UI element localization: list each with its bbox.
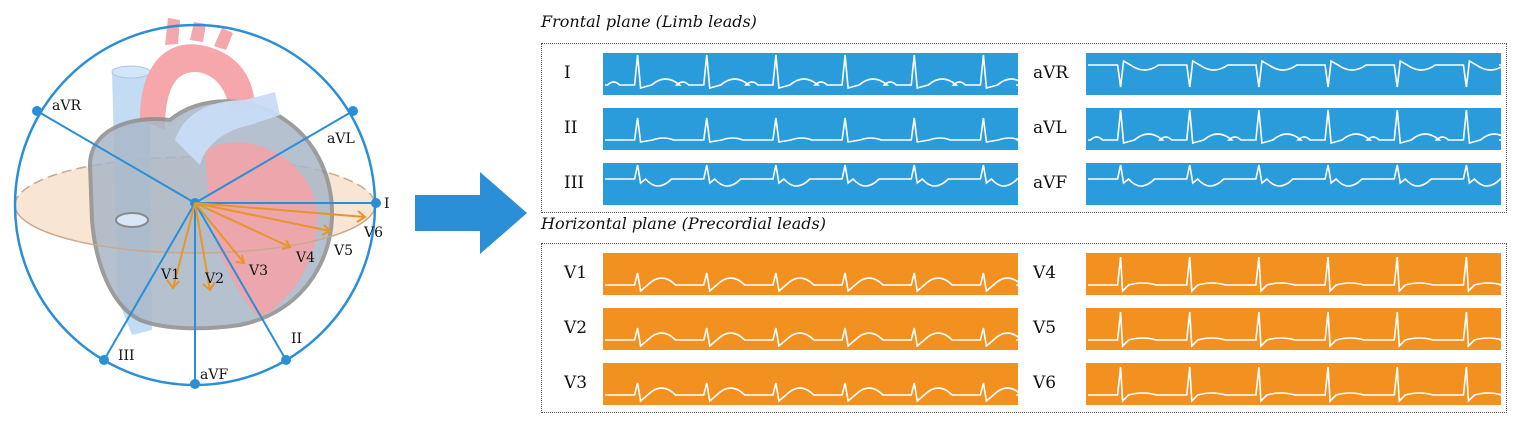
ecg-strip-background	[1086, 253, 1501, 295]
label-aVF: aVF	[200, 367, 228, 383]
lead-label-aVR: aVR	[1033, 63, 1069, 83]
lead-label-V1: V1	[564, 263, 588, 283]
ecg-strip-V5	[1086, 308, 1501, 350]
label-V5: V5	[333, 243, 353, 259]
ecg-strip-V1	[603, 253, 1018, 295]
vector-V4	[194, 202, 292, 250]
left-ventricle	[205, 142, 318, 318]
ecg-strip-background	[603, 308, 1018, 350]
ecg-strip-I	[603, 53, 1018, 95]
lead-label-I: I	[564, 63, 571, 83]
ecg-trace	[1088, 164, 1501, 187]
label-V3: V3	[248, 263, 268, 279]
ecg-strip-III	[603, 163, 1018, 205]
ecg-strip-aVL	[1086, 108, 1501, 150]
lead-label-aVL: aVL	[1033, 118, 1067, 138]
label-I: I	[384, 196, 390, 212]
node-II	[281, 355, 291, 365]
lead-label-V3: V3	[564, 373, 588, 393]
ecg-strip-aVR	[1086, 53, 1501, 95]
label-II: II	[291, 331, 302, 347]
ecg-trace	[1088, 256, 1501, 293]
label-V6: V6	[363, 225, 383, 241]
aortic-branches	[165, 18, 233, 50]
transition-arrow-icon	[415, 172, 527, 254]
ecg-strip-background	[603, 163, 1018, 205]
node-aVF	[190, 379, 200, 389]
ecg-strip-background	[603, 108, 1018, 150]
label-aVR: aVR	[52, 98, 81, 114]
ecg-strip-background	[603, 363, 1018, 405]
label-aVL: aVL	[327, 131, 355, 147]
node-III	[99, 355, 109, 365]
vector-V6	[194, 202, 367, 223]
valve-opening	[115, 212, 149, 228]
axis-III	[103, 202, 196, 361]
ecg-trace	[605, 54, 1018, 90]
vector-V2	[194, 202, 216, 292]
label-III: III	[118, 348, 135, 364]
ecg-strip-II	[603, 108, 1018, 150]
horizontal-plane-title: Horizontal plane (Precordial leads)	[541, 214, 826, 233]
ecg-trace	[1088, 366, 1501, 403]
ecg-trace	[605, 272, 1018, 293]
label-V4: V4	[295, 250, 315, 266]
ecg-strip-V2	[603, 308, 1018, 350]
ecg-strip-background	[1086, 363, 1501, 405]
axis-aVR	[36, 110, 196, 204]
lead-label-V2: V2	[564, 318, 588, 338]
ecg-strip-background	[1086, 308, 1501, 350]
lead-label-V5: V5	[1033, 318, 1057, 338]
ecg-strip-background	[603, 253, 1018, 295]
ecg-strip-V3	[603, 363, 1018, 405]
ecg-strip-background	[603, 53, 1018, 95]
vena-cava-top	[111, 65, 151, 79]
node-aVR	[32, 106, 42, 116]
ecg-trace	[605, 382, 1018, 403]
lead-label-III: III	[564, 173, 585, 193]
ecg-trace	[1088, 59, 1501, 88]
aorta	[140, 44, 255, 130]
vector-V3	[194, 202, 246, 265]
node-I	[371, 198, 381, 208]
lead-label-aVF: aVF	[1033, 173, 1068, 193]
ecg-strip-background	[1086, 53, 1501, 95]
ecg-strip-background	[1086, 163, 1501, 205]
ecg-strip-aVF	[1086, 163, 1501, 205]
ecg-trace	[1088, 311, 1501, 348]
node-aVL	[348, 106, 358, 116]
frontal-plane-title: Frontal plane (Limb leads)	[541, 12, 757, 31]
axis-aVL	[194, 110, 354, 204]
ecg-strip-V4	[1086, 253, 1501, 295]
ecg-trace	[605, 327, 1018, 348]
pulmonary-artery	[175, 92, 280, 165]
axis-II	[194, 202, 287, 361]
vector-V1	[166, 202, 196, 290]
label-V1: V1	[160, 267, 180, 283]
lead-label-V4: V4	[1033, 263, 1057, 283]
lead-label-II: II	[564, 118, 578, 138]
lead-label-V6: V6	[1033, 373, 1057, 393]
label-V2: V2	[204, 271, 224, 287]
heart-axis-diagram: aVR aVL I II III aVF V1 V2 V3 V4 V5 V6	[13, 18, 527, 389]
vector-V5	[194, 202, 332, 236]
ecg-trace	[605, 164, 1018, 187]
horizontal-plane-back-edge	[14, 156, 376, 206]
ecg-strip-V6	[1086, 363, 1501, 405]
ecg-trace	[605, 117, 1018, 143]
ecg-trace	[1088, 109, 1501, 145]
ecg-strip-background	[1086, 108, 1501, 150]
